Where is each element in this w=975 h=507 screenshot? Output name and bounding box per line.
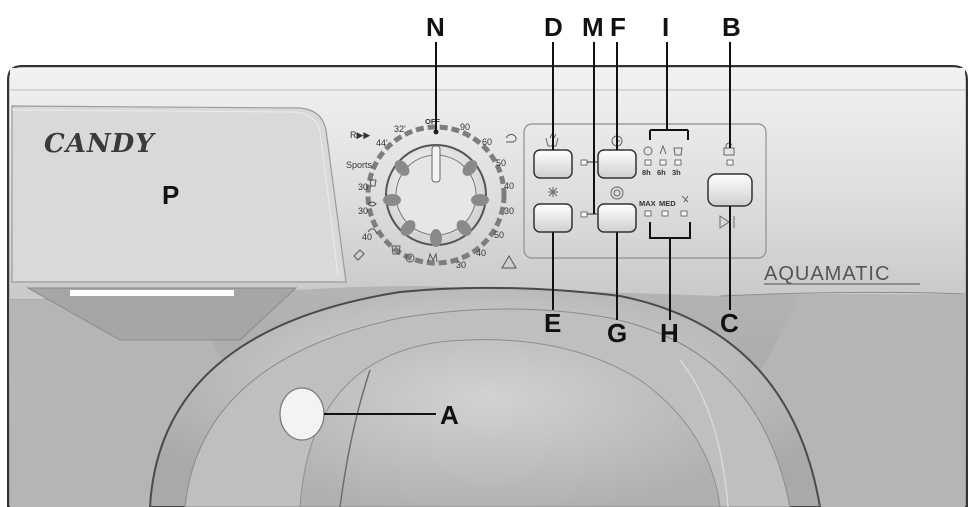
tub-led-icon bbox=[673, 147, 683, 156]
snowflake-icon bbox=[548, 187, 558, 197]
control-area-border bbox=[523, 123, 767, 259]
dial-label-40b: 40 bbox=[476, 248, 486, 258]
dial-label-handwash-40: 40 bbox=[362, 232, 372, 242]
mix-icon bbox=[353, 249, 365, 261]
dial-label-30b: 30 bbox=[456, 260, 466, 270]
callout-B: B bbox=[722, 12, 741, 42]
prewash-led bbox=[580, 159, 588, 166]
delay-6h-led bbox=[659, 159, 667, 166]
no-spin-icon bbox=[681, 195, 689, 203]
spin-label-max: MAX bbox=[639, 199, 656, 208]
dial-pointer bbox=[431, 145, 441, 183]
delay-label-8h: 8h bbox=[642, 168, 651, 177]
callout-I: I bbox=[662, 12, 669, 42]
callout-A: A bbox=[440, 400, 459, 430]
callout-C: C bbox=[720, 308, 739, 338]
spin-off-led bbox=[680, 210, 688, 217]
callout-F: F bbox=[610, 12, 626, 42]
callout-E: E bbox=[544, 308, 561, 338]
dial-grips bbox=[383, 160, 489, 247]
callout-M: M bbox=[582, 12, 604, 42]
dial-label-90: 90 bbox=[460, 122, 470, 132]
callout-N: N bbox=[426, 12, 445, 42]
cold-wash-led bbox=[580, 211, 588, 218]
delay-label-6h: 6h bbox=[657, 168, 666, 177]
dial-label-sports: Sports bbox=[346, 160, 373, 170]
cotton-led-icon bbox=[643, 146, 653, 156]
callout-H: H bbox=[660, 318, 679, 348]
callout-G: G bbox=[607, 318, 627, 348]
hand-icon bbox=[427, 252, 438, 263]
dial-label-60: 60 bbox=[482, 137, 492, 147]
delay-start-button[interactable] bbox=[597, 149, 637, 179]
spin-label-med: MED bbox=[659, 199, 676, 208]
dial-label-wool-30: 30 bbox=[358, 182, 368, 192]
dial-program-icons bbox=[353, 133, 517, 269]
delay-8h-led bbox=[644, 159, 652, 166]
drawer-handle-highlight bbox=[70, 290, 234, 296]
callout-D: D bbox=[544, 12, 563, 42]
cold-wash-button[interactable] bbox=[533, 203, 573, 233]
delay-label-3h: 3h bbox=[672, 168, 681, 177]
callout-P: P bbox=[162, 180, 179, 210]
spin-speed-button[interactable] bbox=[597, 203, 637, 233]
prewash-button[interactable] bbox=[533, 149, 573, 179]
spin-icon bbox=[405, 253, 415, 263]
dial-label-50b: 50 bbox=[494, 230, 504, 240]
delicate-icon bbox=[367, 201, 377, 207]
dial-label-40: 40 bbox=[504, 181, 514, 191]
dial-label-off: OFF bbox=[425, 117, 440, 126]
hand-led-icon bbox=[659, 144, 667, 155]
dial-label-44: 44' bbox=[376, 138, 388, 148]
callout-leaders bbox=[324, 42, 731, 415]
dial-label-rapid: R▶▶ bbox=[350, 130, 370, 140]
door-handle[interactable] bbox=[279, 387, 325, 441]
detergent-drawer[interactable] bbox=[11, 105, 347, 341]
dial-label-32: 32' bbox=[394, 124, 406, 134]
handwash-icon bbox=[367, 228, 378, 235]
door-lock-led bbox=[726, 159, 734, 166]
spin-med-led bbox=[661, 210, 669, 217]
delay-3h-led bbox=[674, 159, 682, 166]
play-pause-icon bbox=[719, 215, 735, 229]
cotton-icon bbox=[505, 133, 517, 143]
dial-label-delicate-30: 30 bbox=[358, 206, 368, 216]
basin-icon bbox=[391, 245, 401, 255]
dial-label-30: 30 bbox=[504, 206, 514, 216]
spin-max-led bbox=[644, 210, 652, 217]
wool-icon bbox=[369, 179, 377, 187]
dial-label-50: 50 bbox=[496, 158, 506, 168]
brand-logo: CANDY bbox=[44, 129, 156, 159]
start-pause-button[interactable] bbox=[707, 173, 753, 207]
spin-icon-large bbox=[610, 186, 624, 200]
program-dial[interactable] bbox=[365, 124, 507, 266]
door[interactable] bbox=[148, 286, 822, 507]
drain-icon bbox=[501, 255, 517, 269]
model-name: AQUAMATIC bbox=[764, 263, 890, 285]
